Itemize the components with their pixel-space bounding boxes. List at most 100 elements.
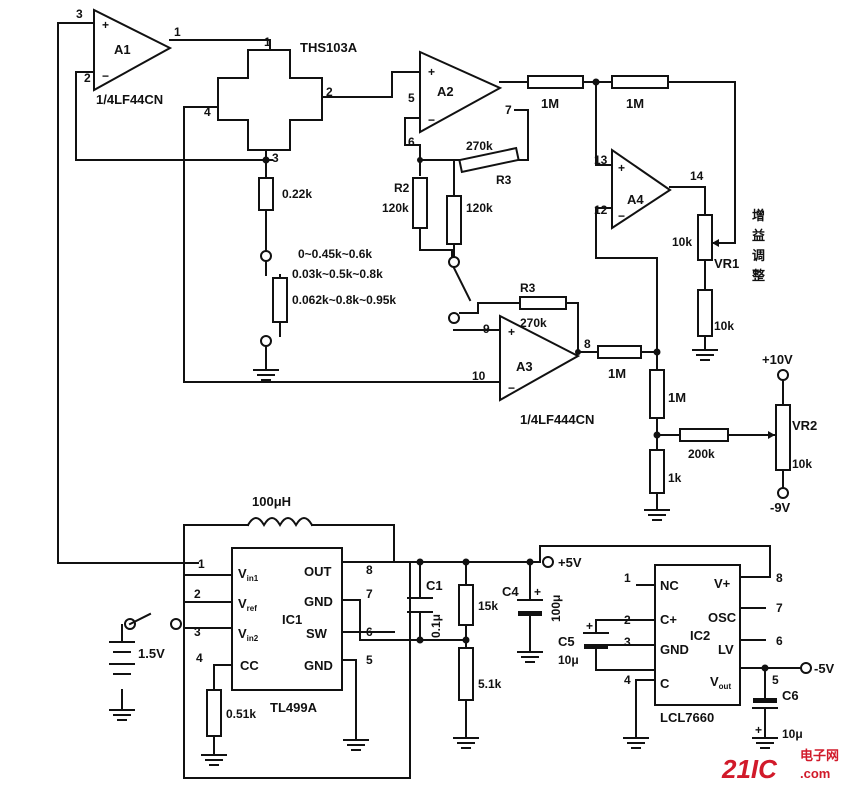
opamp-a4: A4 + − 13 14 12 [594,148,704,230]
svg-text:15k: 15k [478,599,498,613]
resistor-1m-b: 1M [611,75,669,111]
svg-text:VR2: VR2 [792,418,817,433]
svg-text:1M: 1M [626,96,644,111]
a1-label: A1 [114,42,131,57]
svg-text:1.5V: 1.5V [138,646,165,661]
svg-text:调: 调 [752,248,765,263]
svg-text:10: 10 [472,369,486,383]
svg-text:V+: V+ [714,576,731,591]
svg-text:1: 1 [624,571,631,585]
svg-text:270k: 270k [520,316,547,330]
opamp-a2: A2 + − 5 7 6 [408,50,512,149]
range-2: 0.03k~0.5k~0.8k [292,267,383,281]
svg-text:Vout: Vout [710,674,731,691]
svg-text:0.51k: 0.51k [226,707,256,721]
svg-text:8: 8 [366,563,373,577]
a1-pin2: 2 [84,71,91,85]
svg-text:C6: C6 [782,688,799,703]
resistor-r3-bottom: R3 270k [519,281,567,330]
resistor-15k: 15k [458,584,498,626]
svg-text:3: 3 [194,625,201,639]
svg-text:C1: C1 [426,578,443,593]
svg-text:C5: C5 [558,634,575,649]
svg-text:-5V: -5V [814,661,835,676]
svg-text:10k: 10k [672,235,692,249]
svg-text:.com: .com [800,766,830,781]
svg-text:1M: 1M [608,366,626,381]
watermark-logo: 21IC 电子网 .com [721,748,839,784]
svg-text:8: 8 [776,571,783,585]
svg-text:LCL7660: LCL7660 [660,710,714,725]
svg-text:C: C [660,676,670,691]
svg-text:+: + [586,619,593,633]
svg-text:6: 6 [408,135,415,149]
svg-text:2: 2 [624,613,631,627]
sensor-pin3: 3 [272,151,279,165]
svg-text:+: + [508,325,515,339]
gain-adjust-label: 增 益 调 整 [751,208,766,283]
ic2-lcl7660: 1 2 3 4 NC C+ GND C V+ OSC LV Vout 8 7 6… [624,564,783,725]
svg-text:+: + [755,723,762,737]
svg-text:Vin2: Vin2 [238,626,259,643]
svg-text:A3: A3 [516,359,533,374]
svg-text:−: − [508,381,515,395]
opamp-a3: A3 + − 9 8 10 1/4LF444CN [472,314,594,427]
ground-ic1 [343,739,369,751]
svg-text:200k: 200k [688,447,715,461]
svg-text:+: + [102,18,109,32]
svg-text:7: 7 [776,601,783,615]
svg-text:5: 5 [772,673,779,687]
inductor-100uh: 100μH [246,494,317,528]
svg-text:OUT: OUT [304,564,332,579]
svg-text:SW: SW [306,626,328,641]
svg-text:+: + [618,161,625,175]
terminal-plus5v: +5V [542,555,582,570]
svg-text:GND: GND [304,594,333,609]
svg-text:1M: 1M [541,96,559,111]
svg-text:21IC: 21IC [721,754,778,784]
range-selector: 0~0.45k~0.6k 0.03k~0.5k~0.8k 0.062k~0.8k… [260,247,396,347]
svg-text:9: 9 [483,322,490,336]
capacitor-c4: C4 + 100μ [502,584,563,663]
svg-text:10μ: 10μ [782,727,803,741]
svg-text:整: 整 [751,268,766,283]
svg-text:OSC: OSC [708,610,737,625]
sensor-pin2: 2 [326,85,333,99]
battery-1v5: 1.5V [109,612,182,721]
selector-switch [448,256,472,324]
sensor-pin4: 4 [204,105,211,119]
resistor-r3-top: 270k R3 [458,139,520,187]
svg-text:+: + [534,585,541,599]
capacitor-c5: + C5 10μ [558,619,609,667]
svg-text:1: 1 [198,557,205,571]
svg-text:5.1k: 5.1k [478,677,502,691]
resistor-120k: 120k [446,195,493,245]
terminal-minus5v: -5V [800,661,835,676]
resistor-200k: 200k [679,428,729,461]
svg-text:100μH: 100μH [252,494,291,509]
wires-power [121,524,801,779]
a1-pin1: 1 [174,25,181,39]
range-3: 0.062k~0.8k~0.95k [292,293,396,307]
opamp-a1: A1 + − 3 1 2 1/4LF44CN [76,7,181,107]
svg-text:120k: 120k [466,201,493,215]
svg-text:5: 5 [366,653,373,667]
svg-text:3: 3 [624,635,631,649]
svg-text:CC: CC [240,658,259,673]
svg-text:0.1μ: 0.1μ [429,614,443,638]
svg-text:1M: 1M [668,390,686,405]
svg-text:增: 增 [752,208,765,223]
svg-text:14: 14 [690,169,704,183]
resistor-1k: 1k [644,449,682,521]
svg-text:A2: A2 [437,84,454,99]
svg-text:LV: LV [718,642,734,657]
svg-text:TL499A: TL499A [270,700,318,715]
ic1-tl499a: 1 2 3 4 Vin1 Vref Vin2 CC OUT GND SW GND… [194,547,373,715]
svg-text:R3: R3 [520,281,536,295]
capacitor-c1: C1 0.1μ [407,578,443,638]
resistor-r2: R2 120k [382,177,428,229]
hall-sensor-ths103a: THS103A 1 2 3 4 [204,35,358,165]
a1-part: 1/4LF44CN [96,92,163,107]
svg-text:270k: 270k [466,139,493,153]
svg-text:C+: C+ [660,612,677,627]
